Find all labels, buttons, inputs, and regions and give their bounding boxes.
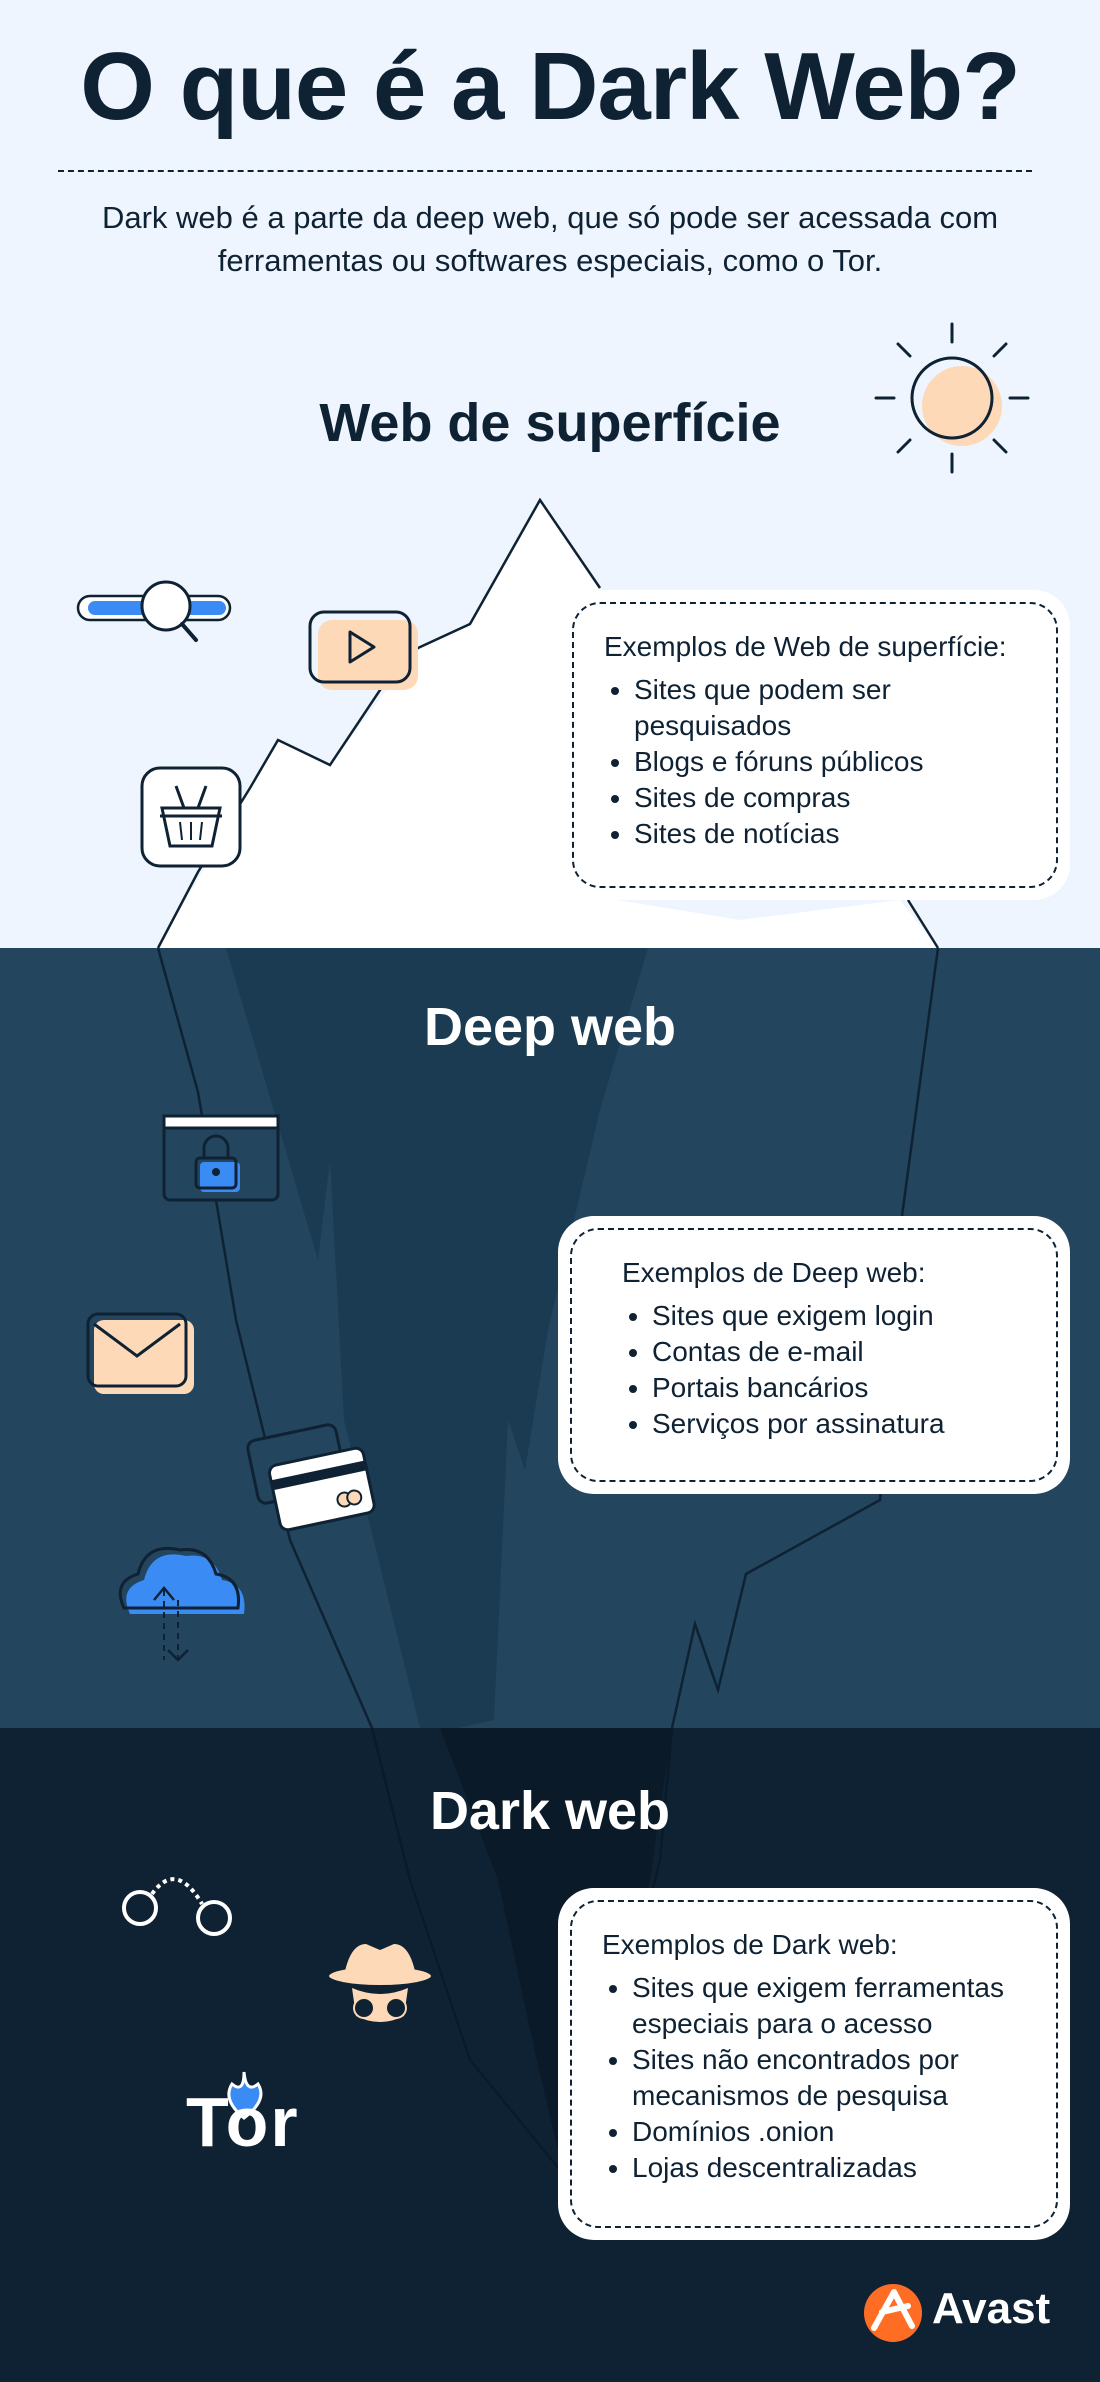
deep-web-examples-heading: Exemplos de Deep web: [622, 1257, 926, 1288]
credit-card-icon [246, 1423, 376, 1532]
list-item: Sites não encontrados por mecanismos de … [632, 2042, 1028, 2114]
list-item: Lojas descentralizadas [632, 2150, 1028, 2186]
list-item: Blogs e fóruns públicos [634, 744, 1028, 780]
shopping-basket-icon [140, 766, 242, 868]
title-divider [58, 170, 1032, 172]
deep-web-title: Deep web [423, 997, 677, 1057]
page-title: O que é a Dark Web? [80, 33, 1021, 140]
surface-web-examples-card: Exemplos de Web de superfície: Sites que… [560, 590, 1070, 900]
list-item: Domínios .onion [632, 2114, 1028, 2150]
list-item: Serviços por assinatura [652, 1406, 1028, 1442]
brand-name: Avast [932, 2284, 1051, 2333]
sun-icon [874, 322, 1030, 474]
tor-logo: Tor [186, 2083, 300, 2161]
spy-icon [327, 1944, 433, 2022]
list-item: Sites de notícias [634, 816, 1028, 852]
list-item: Sites que exigem ferramentas especiais p… [632, 1970, 1028, 2042]
deep-web-examples-card: Exemplos de Deep web: Sites que exigem l… [558, 1216, 1070, 1494]
list-item: Sites que podem ser pesquisados [634, 672, 1028, 744]
surface-web-examples-list: Sites que podem ser pesquisados Blogs e … [604, 672, 1028, 852]
lock-window-icon [162, 1114, 280, 1202]
video-play-icon [308, 610, 418, 690]
iceberg-deep-outline [156, 947, 374, 1729]
iceberg-deep-body [226, 948, 648, 1728]
dark-web-examples-list: Sites que exigem ferramentas especiais p… [602, 1970, 1028, 2186]
search-icon [76, 580, 232, 642]
brand-logo: Avast [864, 2280, 1064, 2344]
iceberg-dark-body [440, 1728, 672, 2160]
handcuffs-icon [122, 1877, 232, 1936]
surface-web-examples-heading: Exemplos de Web de superfície: [604, 631, 1007, 662]
dark-web-title: Dark web [429, 1781, 671, 1841]
avast-logo-icon [864, 2284, 922, 2342]
tor-onion-icon [227, 2071, 263, 2120]
list-item: Contas de e-mail [652, 1334, 1028, 1370]
intro-text: Dark web é a parte da deep web, que só p… [101, 200, 999, 278]
list-item: Sites que exigem login [652, 1298, 1028, 1334]
list-item: Portais bancários [652, 1370, 1028, 1406]
dark-web-examples-card: Exemplos de Dark web: Sites que exigem f… [558, 1888, 1070, 2240]
dark-web-examples-heading: Exemplos de Dark web: [602, 1929, 898, 1960]
cloud-upload-icon [118, 1547, 245, 1662]
list-item: Sites de compras [634, 780, 1028, 816]
iceberg-top [158, 500, 938, 948]
deep-web-examples-list: Sites que exigem login Contas de e-mail … [622, 1298, 1028, 1442]
envelope-icon [86, 1312, 194, 1394]
surface-web-title: Web de superfície [319, 393, 781, 453]
